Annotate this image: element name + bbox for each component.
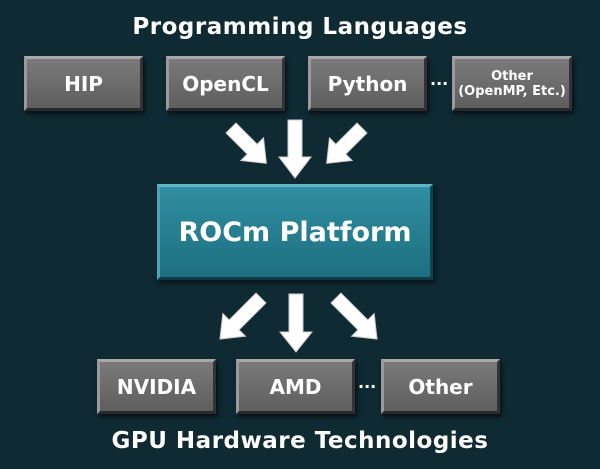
arrow-down-right <box>330 292 378 340</box>
arrow-right-down-left <box>326 122 368 164</box>
other-language-line2: (OpenMP, Etc.) <box>458 83 566 99</box>
box-hip: HIP <box>24 56 143 111</box>
box-other-hardware: Other <box>381 359 500 414</box>
ellipsis-hardware: ... <box>358 373 377 392</box>
bottom-title: GPU Hardware Technologies <box>111 428 489 454</box>
other-language-line1: Other <box>491 68 533 84</box>
arrow-center-down <box>277 119 313 179</box>
arrow-down-left <box>219 292 267 340</box>
ellipsis-languages: ... <box>430 70 449 89</box>
box-opencl: OpenCL <box>166 56 285 111</box>
arrow-left-down-right <box>225 122 267 164</box>
arrow-down <box>278 293 314 353</box>
box-python: Python <box>308 56 427 111</box>
box-amd: AMD <box>236 359 355 414</box>
top-title: Programming Languages <box>132 14 468 40</box>
box-nvidia: NVIDIA <box>97 359 216 414</box>
rocm-platform-box: ROCm Platform <box>157 184 433 280</box>
box-other-language: Other (OpenMP, Etc.) <box>452 56 572 111</box>
